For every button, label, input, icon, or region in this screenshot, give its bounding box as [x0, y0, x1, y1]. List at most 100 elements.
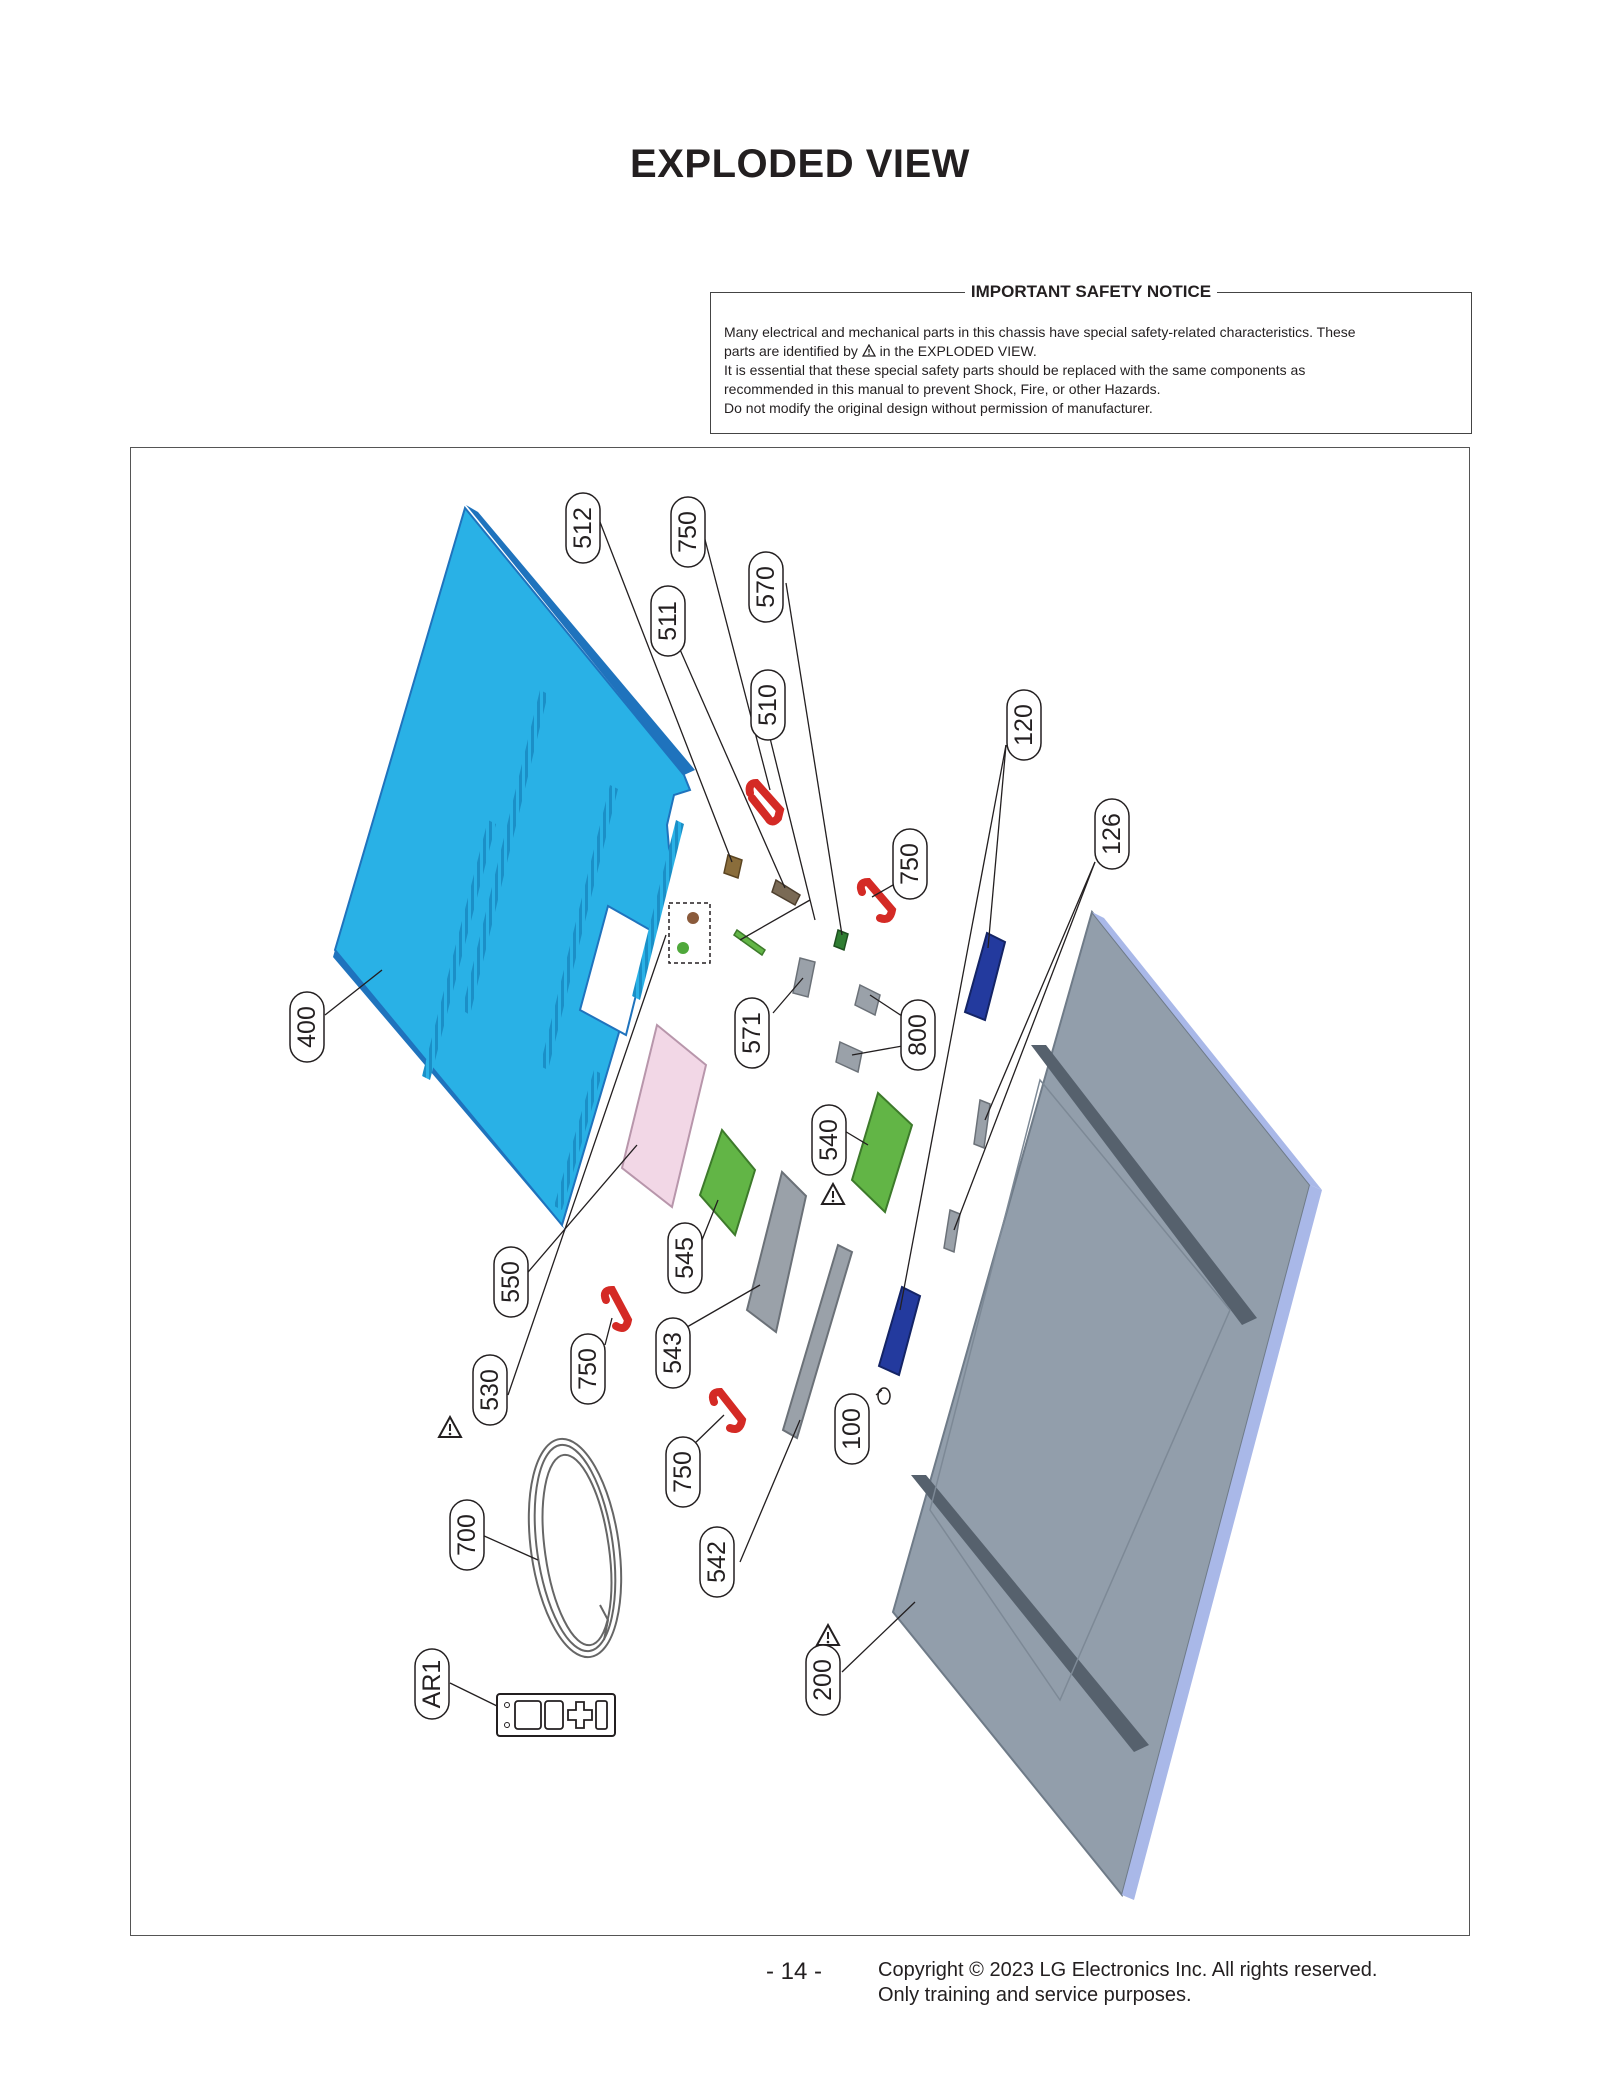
callout-545: 545: [667, 1222, 703, 1294]
callout-750-top-label: 750: [674, 511, 702, 553]
cable-clip-750-a: [745, 778, 785, 826]
callout-512-label: 512: [569, 507, 597, 549]
callout-511: 511: [650, 585, 686, 657]
callout-126-label: 126: [1098, 813, 1126, 855]
callout-545-label: 545: [671, 1237, 699, 1279]
bracket-542: [781, 1243, 854, 1440]
panel-top-edge: [1092, 912, 1322, 1190]
notice-line-3: It is essential that these special safet…: [724, 362, 1306, 378]
panel-frame-bar-upper: [1031, 1045, 1257, 1325]
panel-back-face: [891, 909, 1312, 1898]
notice-line-1: Many electrical and mechanical parts in …: [724, 324, 1356, 340]
screw-100: [877, 1387, 891, 1405]
page-number: - 14 -: [766, 1958, 823, 1985]
pcb-540: [850, 1091, 914, 1214]
callout-700-label: 700: [453, 1514, 481, 1556]
warning-triangle-icon: [438, 1416, 462, 1438]
notice-line-5: Do not modify the original design withou…: [724, 400, 1153, 416]
callout-542: 542: [699, 1526, 735, 1598]
safety-notice-title: IMPORTANT SAFETY NOTICE: [964, 282, 1218, 301]
callout-550: 550: [493, 1246, 529, 1318]
callout-800-label: 800: [904, 1014, 932, 1056]
rear-cover-vent: [422, 820, 496, 1080]
callout-530: 530: [472, 1354, 508, 1426]
warning-triangle-icon: [816, 1624, 840, 1646]
component-570: [833, 928, 849, 952]
display-panel-part: [891, 909, 1322, 1900]
speaker-upper: [963, 931, 1007, 1022]
power-cord-part: [527, 1437, 623, 1659]
cable-clip-750-d: [708, 1387, 747, 1433]
callout-ar1-label: AR1: [418, 1660, 446, 1709]
component-512: [723, 854, 743, 879]
panel-right-edge: [1122, 1185, 1322, 1900]
callout-570-label: 570: [752, 566, 780, 608]
component-510: [733, 928, 766, 957]
pcb-545: [698, 1127, 757, 1238]
callout-571-label: 571: [738, 1012, 766, 1054]
safety-notice-heading: IMPORTANT SAFETY NOTICE: [711, 282, 1471, 302]
callout-550-label: 550: [497, 1261, 525, 1303]
callout-530-label: 530: [476, 1369, 504, 1411]
callout-750-mid-label: 750: [574, 1348, 602, 1390]
warning-triangle-icon: [821, 1183, 845, 1205]
copyright-line-2: Only training and service purposes.: [878, 1984, 1192, 2006]
callout-570: 570: [748, 551, 784, 623]
callout-126: 126: [1094, 798, 1130, 870]
callout-120-label: 120: [1010, 704, 1038, 746]
callout-100-label: 100: [838, 1408, 866, 1450]
safety-notice-body: Many electrical and mechanical parts in …: [724, 323, 1458, 418]
callout-542-label: 542: [703, 1541, 731, 1583]
copyright-line-1: Copyright © 2023 LG Electronics Inc. All…: [878, 1959, 1378, 1981]
callout-700: 700: [449, 1499, 485, 1571]
callout-400: 400: [289, 991, 325, 1063]
page-title: EXPLODED VIEW: [630, 142, 970, 186]
bracket-571: [792, 957, 816, 998]
callout-750-mid: 750: [570, 1333, 606, 1405]
callout-800: 800: [900, 999, 936, 1071]
callout-750-top: 750: [670, 496, 706, 568]
rear-cover-vent: [462, 690, 548, 1015]
callout-510-label: 510: [754, 684, 782, 726]
rear-cover-vent: [632, 820, 684, 1000]
rear-cover-body: [333, 505, 692, 1228]
callout-400-label: 400: [293, 1006, 321, 1048]
part-group-box: [668, 902, 711, 964]
rear-cover-bottom-edge: [333, 950, 567, 1232]
panel-frame-bar-lower: [911, 1475, 1149, 1752]
callout-200-label: 200: [809, 1659, 837, 1701]
notice-line-4: recommended in this manual to prevent Sh…: [724, 381, 1161, 397]
component-small-round: [677, 942, 689, 954]
bracket-800-upper: [854, 983, 881, 1017]
callout-540: 540: [811, 1104, 847, 1176]
rear-cover-vent: [540, 785, 618, 1070]
callout-750-lower: 750: [665, 1436, 701, 1508]
copyright-notice: Copyright © 2023 LG Electronics Inc. All…: [878, 1958, 1377, 2008]
panel-inner-outline: [929, 1078, 1231, 1702]
callout-512: 512: [565, 492, 601, 564]
accessory-ar1-part: [496, 1693, 616, 1737]
component-511: [771, 878, 801, 907]
callout-511-label: 511: [654, 601, 682, 641]
notice-line-2-start: parts are identified by: [724, 343, 858, 359]
callout-543: 543: [655, 1317, 691, 1389]
callout-120: 120: [1006, 689, 1042, 761]
exploded-view-frame: [130, 447, 1470, 1936]
callout-750-lower-label: 750: [669, 1451, 697, 1493]
leader-lines: [324, 521, 1096, 1707]
notice-line-2: parts are identified by in the EXPLODED …: [724, 342, 1458, 361]
callout-100: 100: [834, 1393, 870, 1465]
callout-750-right: 750: [892, 828, 928, 900]
speaker-bracket-lower: [943, 1208, 961, 1254]
callout-ar1: AR1: [414, 1648, 450, 1720]
bracket-800-lower: [835, 1040, 863, 1074]
notice-line-2-end: in the EXPLODED VIEW.: [879, 343, 1037, 359]
rear-cover-part: [333, 505, 695, 1232]
cable-clip-750-b: [856, 877, 897, 923]
callout-510: 510: [750, 669, 786, 741]
callout-200: 200: [805, 1644, 841, 1716]
callout-543-label: 543: [659, 1332, 687, 1374]
rear-cover-handle-cutout: [578, 904, 654, 1037]
cable-clip-750-c: [600, 1285, 633, 1332]
power-board-part: [620, 1023, 708, 1209]
